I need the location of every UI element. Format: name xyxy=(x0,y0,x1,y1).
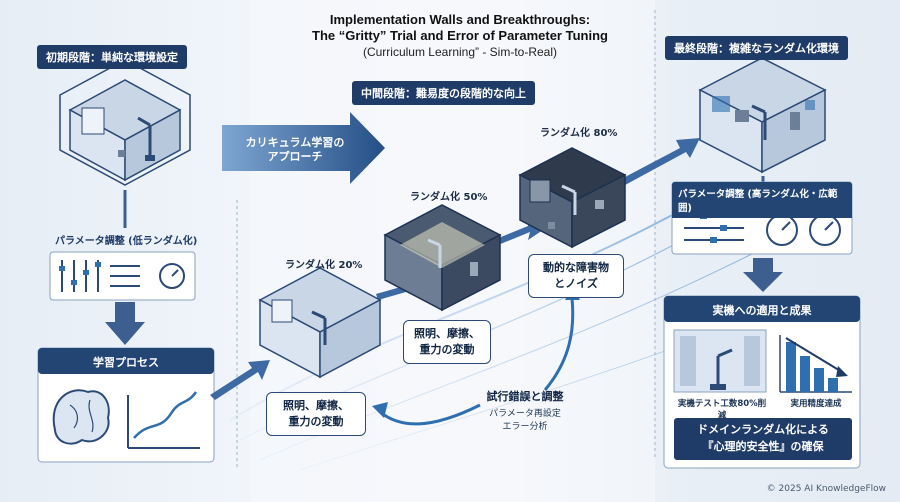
title-line-3: (Curriculum Learning” - Sim-to-Real) xyxy=(362,45,558,59)
arrow-to-20 xyxy=(210,360,270,400)
rand-50-label: ランダム化 50% xyxy=(410,192,488,203)
title-line-2: The “Gritty” Trial and Error of Paramete… xyxy=(312,28,608,43)
banner-line-1: ドメインランダム化による xyxy=(697,423,829,436)
arrow-to-final xyxy=(610,138,700,191)
initial-room-illustration xyxy=(59,59,191,186)
banner-line-2: 『心理的安全性』の確保 xyxy=(702,440,824,453)
results-title: 実機への適用と成果 xyxy=(712,304,812,317)
final-room-illustration xyxy=(698,57,827,174)
final-stage-label: 最終段階：複雑なランダム化環境 xyxy=(665,36,848,60)
trial-loop-up xyxy=(543,297,575,391)
initial-stage-label: 初期段階：単純な環境設定 xyxy=(37,45,187,69)
brain-icon xyxy=(52,389,110,445)
middle-stage-label: 中間段階：難易度の段階的な向上 xyxy=(352,81,535,105)
warehouse-robot-image xyxy=(673,329,767,393)
callout-lighting-friction-gravity-lower: 照明、摩擦、 重力の変動 xyxy=(266,392,366,436)
right-param-label: パラメータ調整 (高ランダム化・広範囲) xyxy=(672,182,852,218)
learning-process-label: 学習プロセス xyxy=(93,356,159,369)
room-50-illustration xyxy=(383,204,502,312)
copyright-text: © 2025 AI KnowledgeFlow xyxy=(766,484,886,494)
result-test-reduction: 実機テスト工数80%削減 xyxy=(677,399,767,421)
callout-lighting-friction-gravity: 照明、摩擦、 重力の変動 xyxy=(403,320,491,364)
callout-mid-line-2: 重力の変動 xyxy=(419,343,475,356)
learning-curve-icon xyxy=(127,391,200,449)
title-line-1: Implementation Walls and Breakthroughs: xyxy=(329,12,591,27)
callout-low-line-2: 重力の変動 xyxy=(288,415,344,428)
curriculum-line-2: アプローチ xyxy=(267,150,323,163)
room-20-illustration xyxy=(258,267,382,379)
callout-obstacle-line-1: 動的な障害物 xyxy=(543,261,609,274)
curriculum-line-1: カリキュラム学習の xyxy=(245,136,345,149)
callout-low-line-1: 照明、摩擦、 xyxy=(283,399,349,412)
diagram-title: Implementation Walls and Breakthroughs: … xyxy=(290,12,630,61)
trial-title: 試行錯誤と調整 xyxy=(486,390,564,403)
room-80-illustration xyxy=(518,147,627,249)
trial-sub-2: エラー分析 xyxy=(502,422,548,432)
rand-20-label: ランダム化 20% xyxy=(285,260,363,271)
domain-randomization-banner: ドメインランダム化による 『心理的安全性』の確保 xyxy=(674,421,852,455)
reduction-bar-chart-icon xyxy=(779,335,852,393)
trial-and-error-block: 試行錯誤と調整 パラメータ再設定 エラー分析 xyxy=(470,388,580,432)
curriculum-arrow xyxy=(222,112,385,184)
callout-dynamic-obstacles: 動的な障害物 とノイズ xyxy=(528,254,624,298)
left-param-label: パラメータ調整 (低ランダム化) xyxy=(55,236,198,247)
curriculum-approach-label: カリキュラム学習の アプローチ xyxy=(240,136,350,164)
down-arrow-left xyxy=(105,302,145,345)
rand-80-label: ランダム化 80% xyxy=(540,128,618,139)
trial-sub-1: パラメータ再設定 xyxy=(489,409,561,419)
callout-obstacle-line-2: とノイズ xyxy=(554,277,598,290)
callout-mid-line-1: 照明、摩擦、 xyxy=(414,327,480,340)
trial-loop-back xyxy=(379,403,481,426)
result-accuracy: 実用精度達成 xyxy=(790,399,842,409)
